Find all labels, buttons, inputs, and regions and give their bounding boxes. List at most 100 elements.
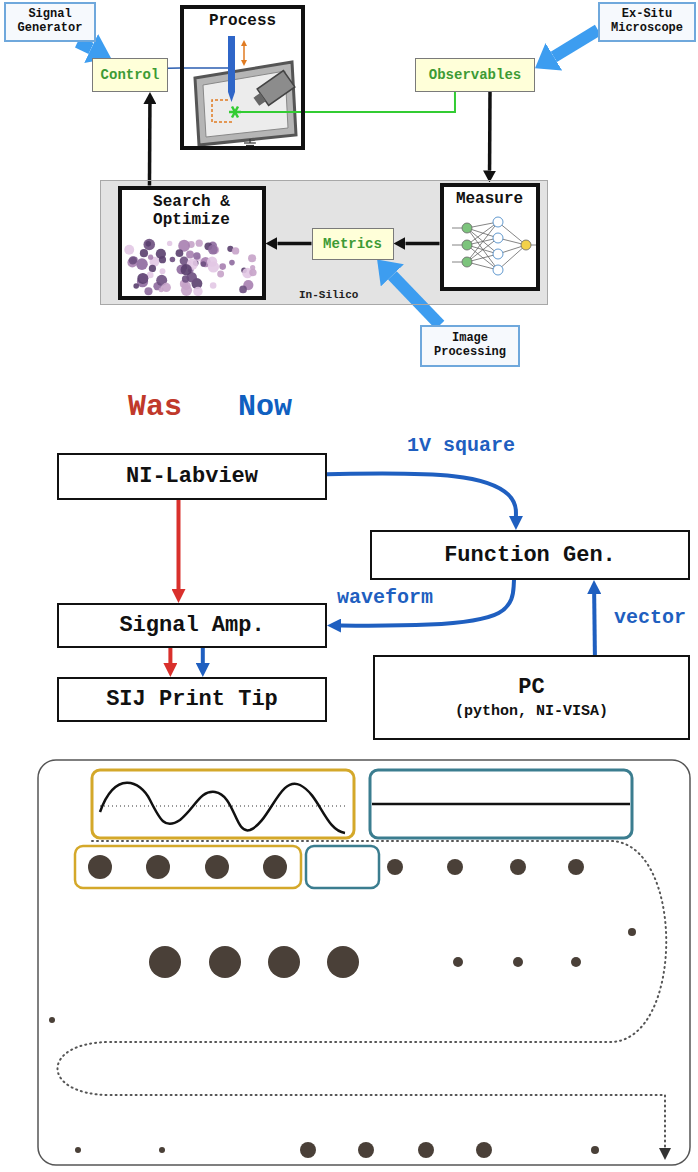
node-label: Image Processing (426, 332, 514, 360)
search-dots (148, 255, 153, 260)
waveform-box (100, 805, 345, 807)
search-dots (219, 263, 226, 270)
ground-symbol (244, 142, 256, 143)
printed-drops (149, 946, 181, 978)
neural-net (498, 222, 526, 245)
printed-drops (571, 957, 581, 967)
search-dots (162, 283, 171, 292)
search-dots (196, 240, 203, 247)
search-dots (124, 245, 134, 255)
callout-box: Ex-Situ Microscope (598, 2, 696, 42)
search-dots (181, 285, 192, 296)
search-dots (193, 287, 202, 296)
connector-arrow (148, 104, 152, 186)
process-box: Search & Optimize (118, 186, 266, 300)
box-ground (118, 186, 266, 300)
connector-arrow (168, 648, 172, 663)
print-needle (241, 40, 247, 46)
printed-drops (49, 846, 636, 1158)
node-label: PC (518, 675, 544, 700)
node-label: Observables (429, 67, 521, 83)
printed-drops (75, 1147, 81, 1153)
connector-arrow (201, 648, 205, 663)
printed-drops (327, 946, 359, 978)
printed-drops (418, 1142, 434, 1158)
printed-drops (476, 1142, 492, 1158)
microscope-camera (251, 71, 295, 110)
connector-arrow (392, 275, 440, 325)
search-dots (170, 257, 176, 263)
neural-net (462, 257, 472, 267)
search-dots (232, 247, 239, 254)
waveform-box (92, 770, 354, 838)
printed-drops (513, 957, 523, 967)
connector-label: 1V square (405, 434, 517, 457)
printed-drops (209, 946, 241, 978)
print-stage (195, 62, 296, 145)
waveform-box (92, 770, 354, 838)
print-panel (38, 760, 690, 1165)
search-dots (139, 274, 148, 283)
connector-arrow (592, 594, 597, 655)
printed-drops (268, 946, 300, 978)
printed-drops (159, 1147, 165, 1153)
ground-symbol (246, 145, 254, 146)
printed-drops (49, 1017, 55, 1023)
node-label: Search & Optimize (126, 193, 258, 230)
search-dots (140, 249, 148, 257)
observation-beam (232, 107, 238, 118)
control-box: Control (92, 58, 168, 92)
neural-net (521, 240, 531, 250)
node-label: SIJ Print Tip (106, 687, 278, 712)
neural-net (452, 217, 537, 275)
connector-arrow (305, 92, 455, 112)
printed-drops (263, 855, 287, 879)
node-label: Ex-Situ Microscope (604, 8, 690, 36)
print-stage (195, 62, 296, 145)
neural-net (493, 217, 503, 227)
print-needle (243, 44, 245, 62)
observation-beam (232, 107, 238, 118)
search-dots (217, 271, 224, 278)
search-dots (249, 269, 256, 276)
search-dots (207, 256, 217, 266)
print-needle (180, 36, 247, 102)
raster-path (659, 1148, 671, 1160)
search-dots (239, 286, 247, 294)
insilico-ground (100, 180, 548, 305)
callout-box: Signal Generator (4, 2, 96, 42)
flat-signal-box (370, 770, 632, 838)
search-dots (193, 252, 200, 259)
node-label: Function Gen. (444, 543, 616, 568)
observables-box: Observables (415, 58, 535, 92)
node-label: Signal Generator (10, 8, 90, 36)
box-ground (440, 183, 540, 291)
search-dots (160, 268, 166, 274)
search-dots (143, 239, 155, 251)
printed-drops (146, 855, 170, 879)
section-heading: Was (128, 390, 182, 424)
printed-drops (205, 855, 229, 879)
node-label: Process (209, 12, 276, 30)
callout-box: Image Processing (420, 325, 520, 367)
section-heading: Now (238, 390, 292, 424)
search-dots (129, 256, 137, 264)
search-dots (176, 249, 184, 257)
observation-beam (229, 107, 305, 118)
computer-box: PC(python, NI-VISA) (373, 655, 690, 740)
printed-drops (300, 1142, 316, 1158)
search-dots (186, 251, 194, 259)
search-dots (133, 283, 139, 289)
connector-arrow (327, 473, 516, 516)
raster-path (58, 841, 672, 1160)
node-label: Measure (456, 190, 523, 208)
printed-drops (510, 859, 526, 875)
search-dots (144, 287, 152, 295)
search-dots (159, 256, 166, 263)
connector-label: waveform (335, 586, 435, 609)
search-dots (167, 241, 172, 246)
search-dots (136, 258, 148, 270)
device-box: Signal Amp. (57, 603, 327, 648)
group-panel: In-SilicoSearch & OptimizeMetricsMeasure (100, 180, 548, 305)
